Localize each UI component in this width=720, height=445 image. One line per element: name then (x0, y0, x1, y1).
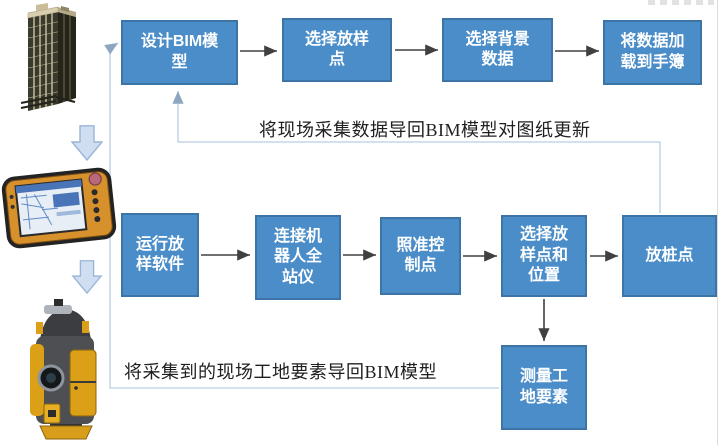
flow-step-select-background-data: 选择背景 数据 (442, 18, 553, 82)
down-block-arrow-2 (71, 260, 103, 295)
flow-step-design-bim-model: 设计BIM模 型 (121, 20, 238, 85)
feedback-top-label: 将现场采集数据导回BIM模型对图纸更新 (259, 120, 591, 140)
page-edge-line (717, 0, 718, 445)
feedback-loop-stake-to-design (172, 91, 661, 213)
flow-step-stake-point: 放桩点 (622, 215, 717, 297)
robotic-total-station (10, 298, 118, 443)
flow-step-run-stakeout-software: 运行放 样软件 (121, 213, 199, 297)
down-block-arrow-1 (70, 125, 104, 162)
flow-step-select-stakeout-points: 选择放样 点 (282, 18, 392, 82)
flow-step-connect-robotic-total-station: 连接机 器人全 站仪 (255, 215, 341, 300)
flow-step-select-stakeout-point-position: 选择放 样点和 位置 (501, 215, 587, 297)
flow-step-load-data-to-controller: 将数据加 载到手簿 (603, 20, 702, 85)
cropped-text-fragment (648, 0, 714, 5)
bim-building-3d-model (6, 2, 106, 120)
flow-step-sight-control-points: 照准控 制点 (380, 217, 461, 295)
flow-step-measure-site-features: 测量工 地要素 (501, 345, 587, 430)
rugged-field-tablet (0, 160, 120, 256)
feedback-bottom-label: 将采集到的现场工地要素导回BIM模型 (124, 362, 438, 382)
